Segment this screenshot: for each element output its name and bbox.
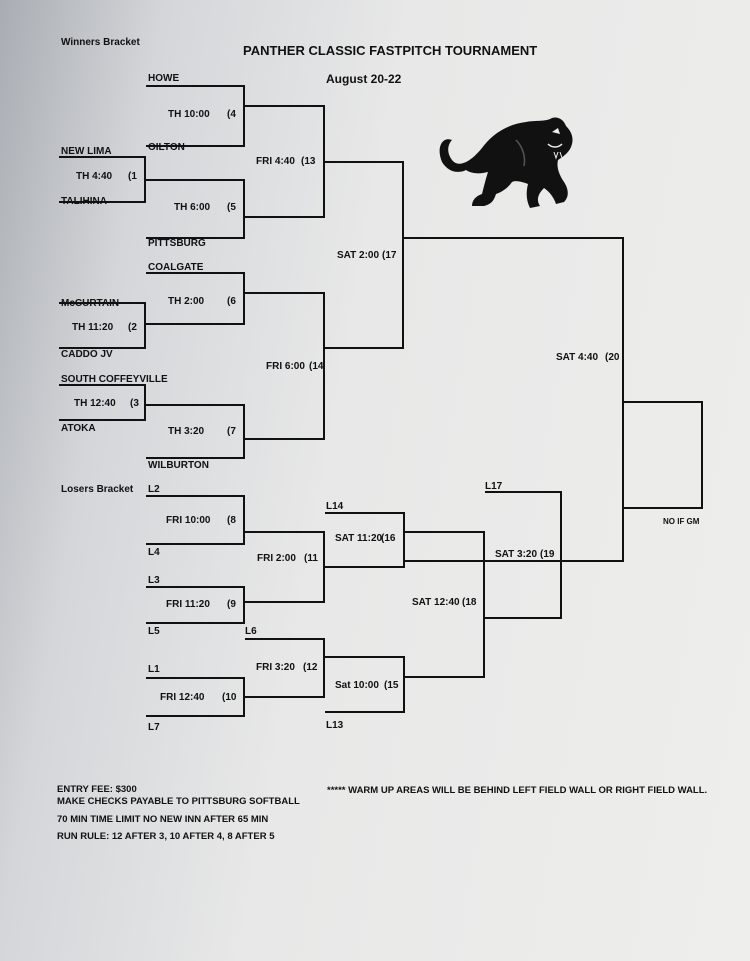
match-bracket-line xyxy=(146,586,245,624)
checks-payable: MAKE CHECKS PAYABLE TO PITTSBURG SOFTBAL… xyxy=(57,796,300,807)
losers-bracket-label: Losers Bracket xyxy=(61,484,134,495)
game-time: FRI 3:20 xyxy=(256,662,295,673)
game-number: (20 xyxy=(605,352,620,363)
game-number: (18 xyxy=(462,597,477,608)
team-south-coffeyville: SOUTH COFFEYVILLE xyxy=(61,374,168,385)
match-bracket-line xyxy=(485,491,562,619)
team-mccurtain: McCURTAIN xyxy=(61,298,120,309)
game-time: TH 10:00 xyxy=(168,109,210,120)
match-bracket-line xyxy=(146,179,245,239)
winners-bracket-label: Winners Bracket xyxy=(61,37,140,48)
slot-l7: L7 xyxy=(148,722,160,733)
team-wilburton: WILBURTON xyxy=(148,460,209,471)
game-number: (9 xyxy=(227,599,236,610)
team-pittsburg: PITTSBURG xyxy=(148,238,206,249)
match-bracket-line xyxy=(146,85,245,147)
slot-l17: L17 xyxy=(485,481,503,492)
warmup-note: ***** WARM UP AREAS WILL BE BEHIND LEFT … xyxy=(327,785,708,796)
game-number: (15 xyxy=(384,680,399,691)
slot-l13: L13 xyxy=(326,720,344,731)
tournament-title: PANTHER CLASSIC FASTPITCH TOURNAMENT xyxy=(243,43,538,58)
time-limit: 70 MIN TIME LIMIT NO NEW INN AFTER 65 MI… xyxy=(57,814,269,825)
game-number: (19 xyxy=(540,549,555,560)
game-number: (2 xyxy=(128,322,137,333)
game-time: TH 2:00 xyxy=(168,296,205,307)
slot-l4: L4 xyxy=(148,547,160,558)
team-caddo-jv: CADDO JV xyxy=(61,349,113,360)
game-time: FRI 4:40 xyxy=(256,156,295,167)
team-talihina: TALIHINA xyxy=(61,196,107,207)
tournament-dates: August 20-22 xyxy=(326,72,402,86)
game-time: TH 6:00 xyxy=(174,202,211,213)
match-bracket-line xyxy=(59,302,146,349)
game-number: (14 xyxy=(309,361,324,372)
team-coalgate: COALGATE xyxy=(148,262,204,273)
match-bracket-line xyxy=(146,495,245,545)
slot-l1: L1 xyxy=(148,664,160,675)
game-time: FRI 6:00 xyxy=(266,361,305,372)
match-bracket-line xyxy=(245,531,325,603)
slot-l2: L2 xyxy=(148,484,160,495)
match-bracket-line xyxy=(325,656,405,713)
game-time: SAT 11:20 xyxy=(335,533,383,544)
game-number: (8 xyxy=(227,515,236,526)
match-bracket-line xyxy=(59,156,146,203)
game-number: (13 xyxy=(301,156,316,167)
match-bracket-line xyxy=(325,512,405,568)
match-bracket-line xyxy=(146,677,245,717)
game-time: TH 12:40 xyxy=(74,398,116,409)
team-atoka: ATOKA xyxy=(61,423,96,434)
match-bracket-line xyxy=(325,161,404,349)
match-bracket-line xyxy=(245,638,325,698)
game-number: (3 xyxy=(130,398,139,409)
match-bracket-line xyxy=(405,531,485,678)
game-time: FRI 12:40 xyxy=(160,692,205,703)
match-bracket-line xyxy=(146,404,245,459)
game-time: SAT 2:00 xyxy=(337,250,380,261)
slot-l5: L5 xyxy=(148,626,160,637)
game-number: (11 xyxy=(304,553,318,564)
game-number: (4 xyxy=(227,109,236,120)
panther-icon xyxy=(439,117,573,208)
if-game-note: NO IF GM xyxy=(663,517,700,526)
game-time: SAT 4:40 xyxy=(556,352,599,363)
match-bracket-line xyxy=(59,384,146,421)
game-time: SAT 3:20 xyxy=(495,549,538,560)
team-howe: HOWE xyxy=(148,73,180,84)
slot-l6: L6 xyxy=(245,626,257,637)
game-number: (6 xyxy=(227,296,236,307)
match-bracket-line xyxy=(146,272,245,325)
game-time: FRI 2:00 xyxy=(257,553,296,564)
match-bracket-line xyxy=(245,292,325,440)
match-bracket-line xyxy=(245,105,325,218)
game-time: FRI 10:00 xyxy=(166,515,211,526)
game-time: FRI 11:20 xyxy=(166,599,210,610)
game-time: SAT 12:40 xyxy=(412,597,460,608)
team-new-lima: NEW LIMA xyxy=(61,146,112,157)
game-number: (12 xyxy=(303,662,318,673)
game-number: (10 xyxy=(222,692,237,703)
game-number: (7 xyxy=(227,426,236,437)
match-bracket-line xyxy=(624,401,703,509)
game-number: (16 xyxy=(381,533,396,544)
match-bracket-line xyxy=(404,237,624,562)
game-number: (17 xyxy=(382,250,397,261)
slot-l14: L14 xyxy=(326,501,344,512)
game-time: Sat 10:00 xyxy=(335,680,379,691)
slot-l3: L3 xyxy=(148,575,160,586)
game-time: TH 4:40 xyxy=(76,171,113,182)
game-time: TH 11:20 xyxy=(72,322,114,333)
game-time: TH 3:20 xyxy=(168,426,205,437)
team-oilton: OILTON xyxy=(148,142,185,153)
game-number: (5 xyxy=(227,202,236,213)
game-number: (1 xyxy=(128,171,137,182)
entry-fee: ENTRY FEE: $300 xyxy=(57,784,137,795)
run-rule: RUN RULE: 12 AFTER 3, 10 AFTER 4, 8 AFTE… xyxy=(57,831,275,842)
